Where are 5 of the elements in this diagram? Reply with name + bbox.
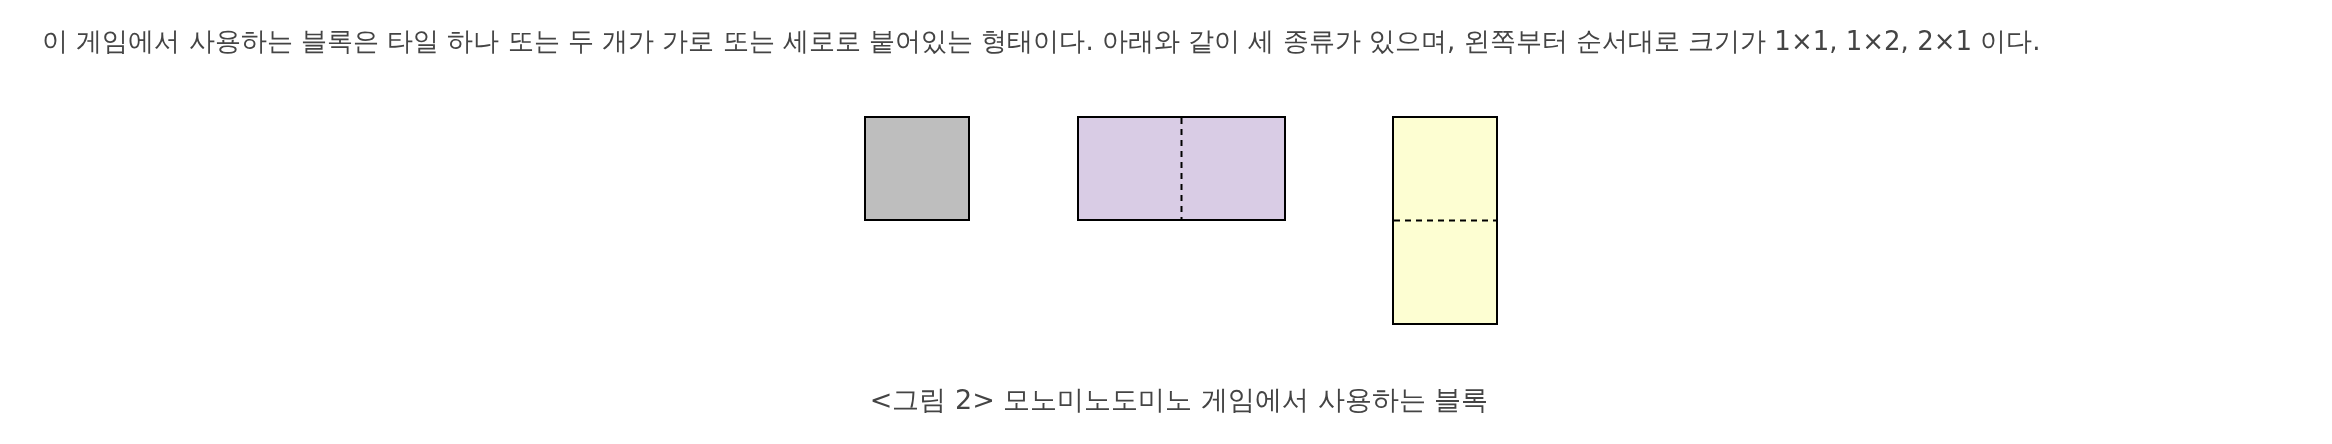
tile-block: [864, 116, 970, 221]
tile-block: [1392, 116, 1498, 325]
figure-caption: <그림 2> 모노미노도미노 게임에서 사용하는 블록: [869, 384, 1489, 415]
description-text: 이 게임에서 사용하는 블록은 타일 하나 또는 두 개가 가로 또는 세로로 붙어있는 형태이다. 아래와 같이 세 종류가 있으며, 왼쪽부터 순서대로 크기가 1×1, 1×2, 2×1 이다.: [42, 25, 2041, 58]
tile-block: [1077, 116, 1286, 221]
